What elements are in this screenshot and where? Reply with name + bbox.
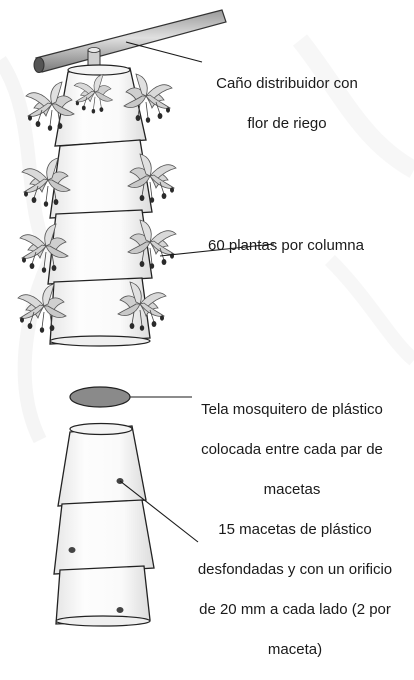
leader-lines	[119, 41, 275, 543]
mesh-label-line-1: Tela mosquitero de plástico	[201, 401, 383, 418]
distributor-pipe	[33, 9, 227, 73]
pots-leader-line	[119, 480, 199, 543]
plastic-pot-icon	[53, 499, 155, 575]
pipe-leader-line	[125, 41, 203, 63]
pots-label: 15 macetas de plástico desfondadas y con…	[180, 500, 410, 680]
plants-label-line-1: 60 plantas por columna	[208, 237, 364, 254]
mesh-disc	[69, 386, 131, 408]
plastic-pot-icon	[57, 422, 147, 507]
diagram-canvas	[0, 9, 414, 627]
column-pot-4	[49, 277, 151, 347]
column-pot-3	[47, 209, 153, 285]
pots-label-line-1: 15 macetas de plástico	[218, 521, 372, 538]
background-watermark	[0, 34, 414, 444]
pots-label-line-2: desfondadas y con un orificio	[197, 561, 393, 578]
loose-pot-stack	[53, 422, 155, 627]
vertical-planter-diagram: Caño distribuidor con flor de riego 60 p…	[0, 9, 414, 658]
pots-label-line-4: maceta)	[267, 641, 323, 658]
mesh-disc-icon	[69, 386, 131, 408]
pipe-label: Caño distribuidor con flor de riego	[198, 54, 376, 154]
mesh-label-line-3: macetas	[263, 481, 321, 498]
plastic-pot-icon	[55, 565, 151, 627]
irrigation-pipe-icon	[33, 9, 227, 73]
pots-label-line-3: de 20 mm a cada lado (2 por	[199, 601, 391, 618]
pipe-label-line-1: Caño distribuidor con	[216, 75, 358, 92]
planted-column	[17, 64, 177, 347]
plants-leader-line	[159, 243, 275, 257]
column-pot-2	[49, 139, 153, 219]
pipe-label-line-2: flor de riego	[247, 115, 327, 132]
mesh-label-line-2: colocada entre cada par de	[201, 441, 383, 458]
mesh-label: Tela mosquitero de plástico colocada ent…	[180, 380, 404, 520]
plants-label: 60 plantas por columna	[186, 216, 386, 276]
